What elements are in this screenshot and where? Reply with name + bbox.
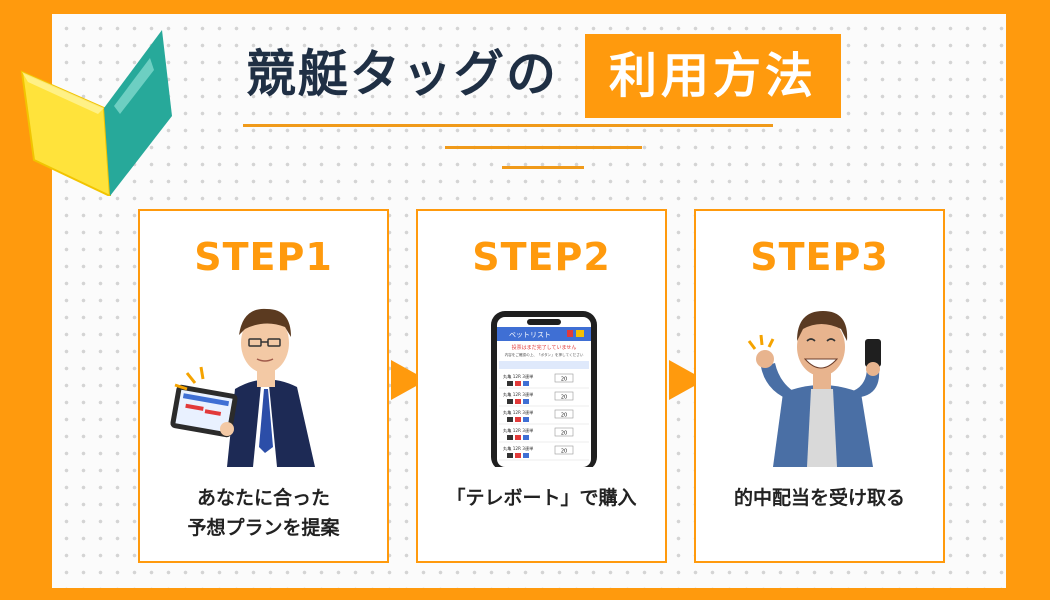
phone-row-boat-badge bbox=[523, 417, 529, 422]
phone-row-boat-badge bbox=[515, 381, 521, 386]
smartphone-illustration: ベットリスト 投票はまだ完了していません 内容をご確認の上、「ボタン」を押してく… bbox=[491, 311, 597, 467]
title-underline-shortest bbox=[502, 166, 584, 169]
step-card-2: STEP2 ベットリスト 投票はまだ完了していません 内容をご確認の上、「ボタン… bbox=[416, 209, 667, 563]
phone-row-boat-badge bbox=[523, 453, 529, 458]
step-label: STEP1 bbox=[194, 235, 333, 279]
title-highlight-box: 利用方法 bbox=[585, 34, 841, 118]
page-title: 競艇タッグの bbox=[246, 45, 558, 103]
title-highlight: 利用方法 bbox=[608, 48, 817, 104]
step-caption-line: 「テレボート」で購入 bbox=[446, 487, 637, 509]
step-caption-line: 予想プランを提案 bbox=[187, 517, 340, 539]
step-label: STEP2 bbox=[472, 235, 611, 279]
phone-row-race: 丸亀 12R 3連単 bbox=[503, 445, 533, 452]
step-caption-line: あなたに合った bbox=[196, 487, 330, 509]
step-card-1: STEP1 あなたに合った 予想プランを提案 bbox=[138, 209, 389, 563]
phone-row-boat-badge bbox=[507, 435, 513, 440]
step-caption: 的中配当を受け取る bbox=[696, 483, 943, 513]
phone-row-amount: 20 bbox=[561, 395, 567, 401]
phone-row-amount: 20 bbox=[561, 449, 567, 455]
step-label: STEP3 bbox=[750, 235, 889, 279]
phone-notice: 投票はまだ完了していません bbox=[512, 344, 577, 351]
phone-app-title: ベットリスト bbox=[509, 331, 551, 339]
phone-row-amount: 20 bbox=[561, 431, 567, 437]
step-caption: あなたに合った 予想プランを提案 bbox=[140, 483, 387, 543]
phone-note: 内容をご確認の上、「ボタン」を押してください bbox=[505, 352, 584, 357]
phone-row-amount: 20 bbox=[561, 413, 567, 419]
phone-row-boat-badge bbox=[523, 381, 529, 386]
phone-row-amount: 20 bbox=[561, 377, 567, 383]
phone-row-race: 丸亀 12R 3連単 bbox=[503, 373, 533, 380]
step-caption-line: 的中配当を受け取る bbox=[733, 487, 905, 509]
title-underline bbox=[243, 124, 773, 127]
phone-row-boat-badge bbox=[523, 435, 529, 440]
man-with-tablet-illustration bbox=[170, 308, 315, 467]
phone-row-boat-badge bbox=[515, 399, 521, 404]
phone-row-amount-box bbox=[554, 391, 574, 401]
phone-row-race: 丸亀 12R 3連単 bbox=[503, 427, 533, 434]
phone-row-race: 丸亀 12R 3連単 bbox=[503, 409, 533, 416]
phone-row-amount-box bbox=[554, 445, 574, 455]
phone-row-boat-badge bbox=[507, 381, 513, 386]
phone-row-race: 丸亀 12R 3連単 bbox=[503, 391, 533, 398]
phone-row-boat-badge bbox=[515, 417, 521, 422]
phone-row-boat-badge bbox=[507, 417, 513, 422]
step-card-3: STEP3 的中配当を受け取る bbox=[694, 209, 945, 563]
phone-row-boat-badge bbox=[523, 399, 529, 404]
smiling-man-illustration bbox=[747, 311, 881, 467]
phone-row-boat-badge bbox=[515, 453, 521, 458]
step-caption: 「テレボート」で購入 bbox=[418, 483, 665, 513]
phone-row-boat-badge bbox=[507, 453, 513, 458]
beginner-mark-icon bbox=[20, 30, 172, 196]
phone-row-amount-box bbox=[554, 373, 574, 383]
phone-row-amount-box bbox=[554, 409, 574, 419]
title-underline-short bbox=[445, 146, 642, 149]
phone-row-boat-badge bbox=[515, 435, 521, 440]
phone-row-amount-box bbox=[554, 427, 574, 437]
phone-row-boat-badge bbox=[507, 399, 513, 404]
